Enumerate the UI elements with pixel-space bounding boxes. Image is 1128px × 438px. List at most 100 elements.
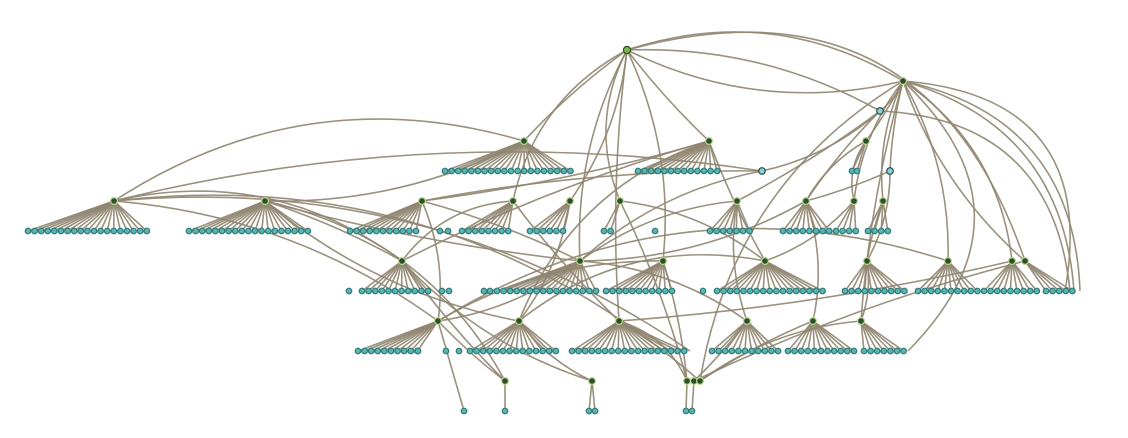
leaf-node bbox=[385, 287, 392, 295]
leaf-node bbox=[123, 227, 131, 235]
leaf-node bbox=[468, 167, 475, 175]
leaf-node bbox=[258, 227, 266, 235]
fan-edge bbox=[722, 200, 738, 232]
leaf-node bbox=[715, 347, 722, 355]
leaf-node bbox=[143, 227, 151, 235]
cross-edge bbox=[626, 48, 881, 112]
cross-edge bbox=[113, 118, 525, 202]
fan-edge bbox=[395, 200, 423, 232]
leaf-node bbox=[358, 287, 366, 295]
leaf-node bbox=[44, 227, 52, 235]
leaf-node bbox=[359, 227, 367, 235]
leaf-node bbox=[921, 287, 928, 295]
fan-edge bbox=[866, 260, 879, 292]
leaf-node bbox=[726, 287, 734, 295]
fan-edge bbox=[515, 320, 520, 352]
fan-edge bbox=[644, 260, 664, 292]
leaf-node bbox=[64, 227, 71, 235]
leaf-node bbox=[499, 347, 507, 355]
leaf-node bbox=[647, 167, 655, 175]
hub-node bbox=[801, 197, 810, 206]
fan-edge bbox=[812, 320, 822, 352]
fan-edge bbox=[764, 260, 784, 292]
fan-edge bbox=[805, 200, 830, 232]
cross-edge bbox=[764, 200, 855, 262]
cross-edge bbox=[113, 151, 763, 202]
hub-node bbox=[109, 197, 118, 206]
leaf-node bbox=[526, 347, 533, 355]
fan-edge bbox=[106, 200, 115, 232]
fan-edge bbox=[542, 200, 571, 232]
leaf-node bbox=[387, 347, 395, 355]
fan-edge bbox=[812, 320, 816, 352]
leaf-node bbox=[386, 227, 394, 235]
cross-edge bbox=[421, 170, 763, 202]
leaf-node bbox=[486, 287, 494, 295]
leaf-node bbox=[642, 287, 649, 295]
leaf-node bbox=[567, 167, 574, 175]
fan-edge bbox=[749, 260, 766, 292]
leaf-node bbox=[853, 167, 861, 175]
leaf-node bbox=[205, 227, 213, 235]
leaf-node bbox=[478, 227, 486, 235]
leaf-node bbox=[553, 227, 560, 235]
leaf-node bbox=[70, 227, 78, 235]
fan-edge bbox=[401, 260, 416, 292]
leaf-node bbox=[479, 347, 487, 355]
leaf-node bbox=[779, 287, 787, 295]
fan-edge bbox=[549, 260, 581, 292]
leaf-node bbox=[441, 167, 449, 175]
fan-edge bbox=[764, 260, 778, 292]
leaf-node bbox=[412, 227, 420, 235]
leaf-node bbox=[667, 167, 675, 175]
leaf-node bbox=[354, 347, 362, 355]
leaf-node bbox=[404, 287, 412, 295]
leaf-node bbox=[799, 287, 807, 295]
leaf-node bbox=[868, 287, 875, 295]
leaf-node bbox=[519, 347, 527, 355]
leaf-node bbox=[688, 407, 696, 415]
leaf-node bbox=[754, 347, 762, 355]
leaf-node bbox=[811, 347, 818, 355]
fan-edge bbox=[374, 260, 403, 292]
fan-edge bbox=[507, 200, 514, 232]
leaf-node bbox=[726, 227, 734, 235]
leaf-node bbox=[651, 227, 659, 235]
leaf-node bbox=[779, 227, 787, 235]
leaf-node bbox=[641, 347, 648, 355]
fan-edge bbox=[234, 200, 266, 232]
leaf-node bbox=[130, 227, 138, 235]
leaf-node bbox=[728, 347, 736, 355]
fan-edge bbox=[850, 260, 868, 292]
fan-edge bbox=[394, 260, 403, 292]
fan-edge bbox=[403, 320, 439, 352]
fan-edge bbox=[260, 200, 266, 232]
leaf-node bbox=[458, 227, 466, 235]
leaf-node bbox=[533, 227, 540, 235]
fan-edge bbox=[584, 320, 620, 352]
leaf-node bbox=[57, 227, 65, 235]
leaf-node bbox=[721, 347, 729, 355]
leaf-node bbox=[491, 227, 499, 235]
leaf-node bbox=[817, 347, 825, 355]
fan-edge bbox=[860, 320, 865, 352]
leaf-node bbox=[566, 287, 573, 295]
fan-edge bbox=[247, 200, 266, 232]
cross-edge bbox=[699, 320, 862, 382]
leaf-node bbox=[526, 227, 534, 235]
hub-node bbox=[519, 137, 528, 146]
leaf-node bbox=[539, 227, 547, 235]
leaf-node bbox=[641, 167, 648, 175]
leaf-node bbox=[534, 167, 541, 175]
leaf-node bbox=[841, 287, 849, 295]
cross-edge bbox=[879, 110, 1071, 292]
fan-edge bbox=[113, 200, 148, 232]
fan-edge bbox=[677, 140, 710, 172]
cross-edge bbox=[902, 80, 1081, 292]
leaf-node bbox=[1049, 287, 1056, 295]
fan-edge bbox=[113, 200, 122, 232]
leaf-node bbox=[629, 287, 636, 295]
cross-edge bbox=[264, 200, 520, 322]
fan-edge bbox=[497, 140, 525, 172]
fan-edge bbox=[1011, 260, 1025, 292]
